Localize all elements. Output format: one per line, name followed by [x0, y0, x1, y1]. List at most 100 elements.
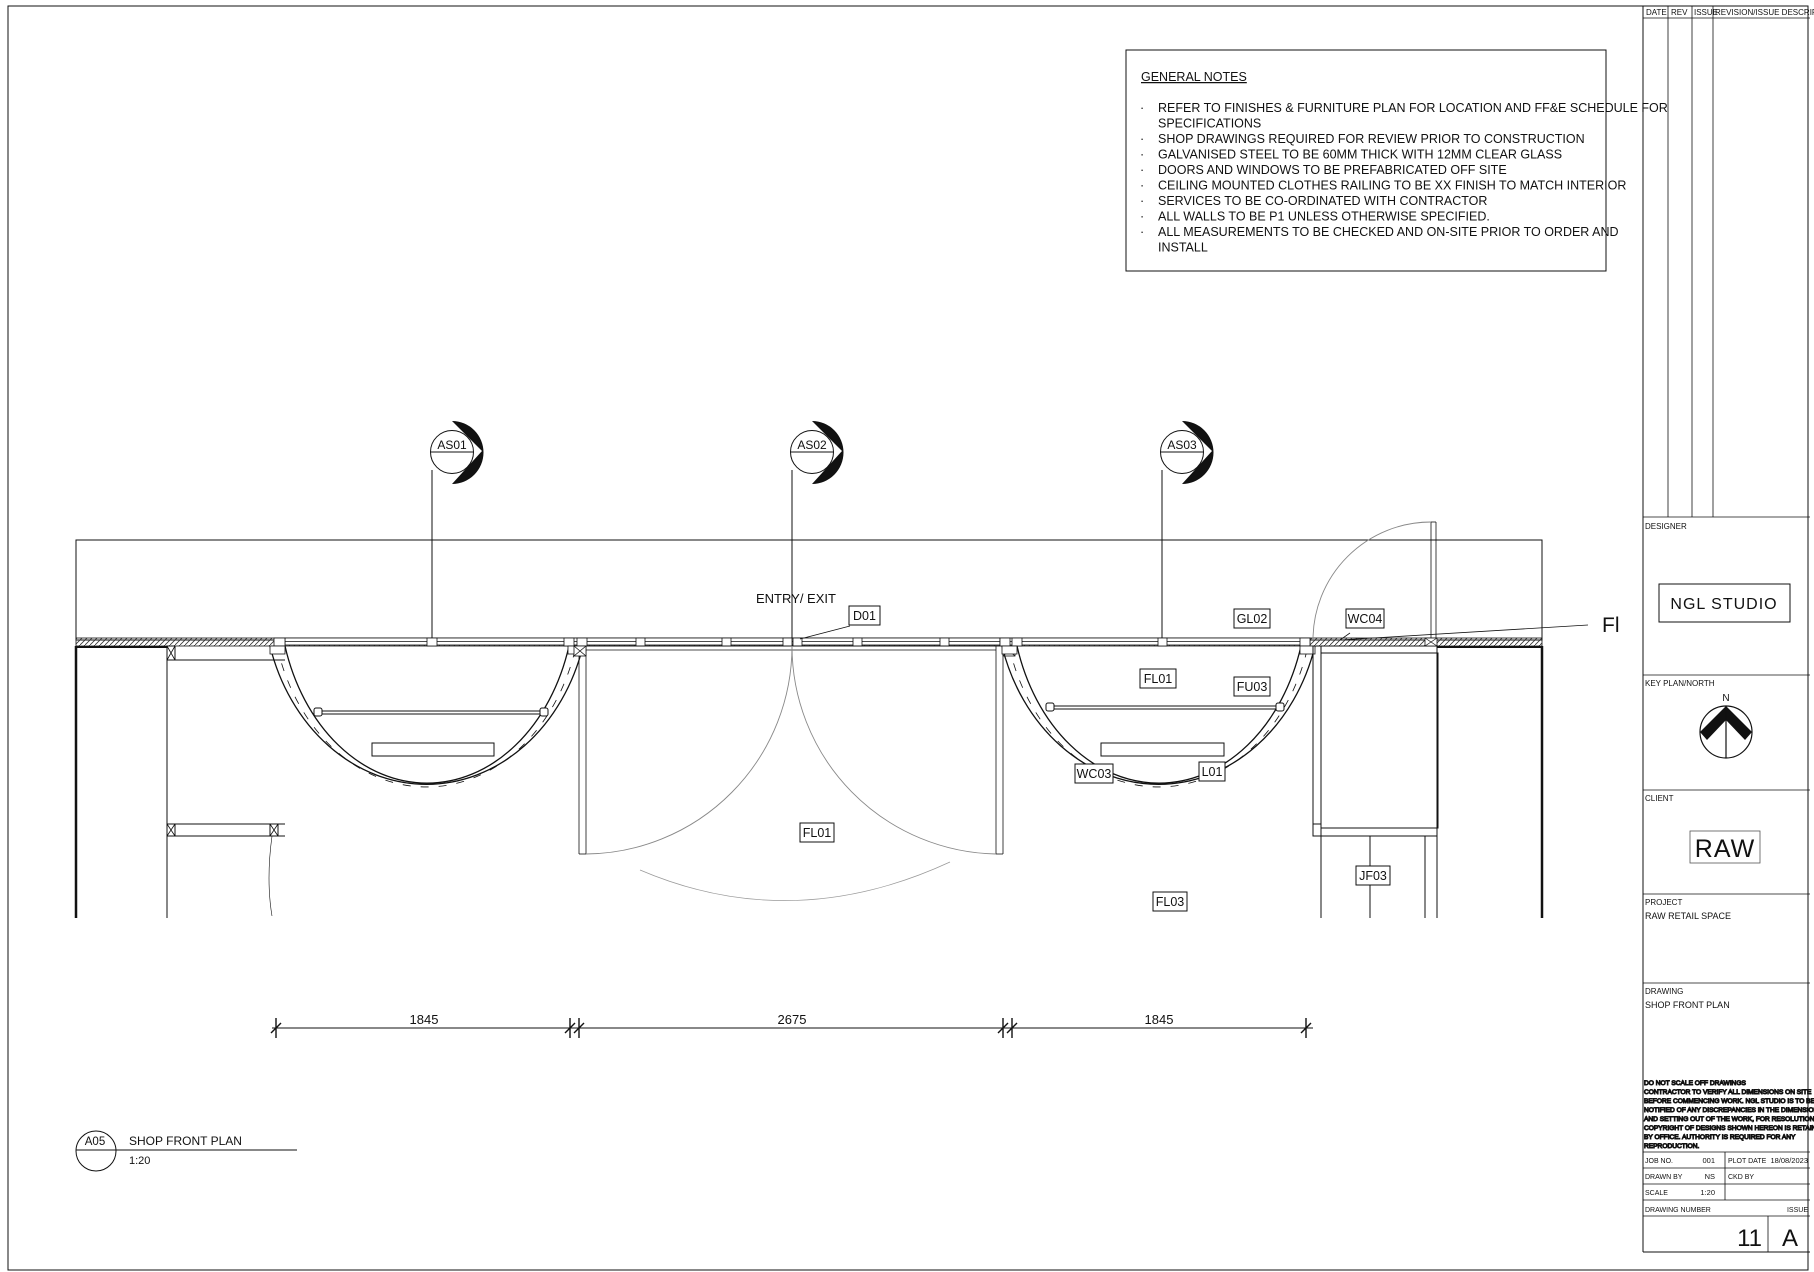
tag-label: JF03	[1359, 869, 1387, 883]
issue-value: A	[1782, 1225, 1798, 1252]
section-marker-label: AS02	[797, 438, 827, 452]
building-walls	[74, 646, 1544, 918]
disclaimer-line: AND SETTING OUT OF THE WORK, FOR RESOLUT…	[1644, 1116, 1814, 1123]
note-bullet: ·	[1140, 179, 1144, 193]
north-arrow-icon: N	[1699, 693, 1753, 759]
tag-label: FL01	[803, 826, 832, 840]
drawing-name: SHOP FRONT PLAN	[1645, 1000, 1730, 1010]
tag-label: WC04	[1348, 612, 1383, 626]
note-line: CEILING MOUNTED CLOTHES RAILING TO BE XX…	[1158, 179, 1626, 193]
tag-label: WC03	[1077, 767, 1112, 781]
tag-l01[interactable]: L01	[1198, 761, 1226, 782]
disclaimer-line: DO NOT SCALE OFF DRAWINGS	[1644, 1080, 1746, 1087]
north-label: N	[1722, 693, 1729, 704]
rev-header-description: REVISION/ISSUE DESCRIPTION	[1715, 8, 1814, 17]
entry-exit-label: ENTRY/ EXIT	[756, 591, 836, 606]
center-door-bay	[573, 645, 1016, 901]
note-line: DOORS AND WINDOWS TO BE PREFABRICATED OF…	[1158, 163, 1507, 177]
left-display-bay	[269, 645, 584, 788]
tag-fl01-right[interactable]: FL01	[1139, 668, 1177, 689]
tag-label: FL03	[1156, 895, 1185, 909]
disclaimer-line: COPYRIGHT OF DESIGNS SHOWN HEREON IS RET…	[1644, 1125, 1814, 1132]
tag-label: FU03	[1237, 680, 1268, 694]
dimension-1845-left: 1845	[410, 1012, 439, 1027]
plot-date-label: PLOT DATE	[1728, 1158, 1767, 1165]
raw-logo: RAW	[1689, 830, 1761, 864]
keyplan-label: KEY PLAN/NORTH	[1645, 679, 1715, 688]
drawing-title-text: SHOP FRONT PLAN	[129, 1134, 242, 1148]
general-notes-box: GENERAL NOTES · REFER TO FINISHES & FURNI…	[1125, 49, 1668, 272]
disclaimer-line: CONTRACTOR TO VERIFY ALL DIMENSIONS ON S…	[1644, 1089, 1812, 1096]
rev-header-rev: REV	[1671, 8, 1688, 17]
designer-label: DESIGNER	[1645, 522, 1687, 531]
drawing-label: DRAWING	[1645, 987, 1683, 996]
note-line: ALL MEASUREMENTS TO BE CHECKED AND ON-SI…	[1158, 225, 1619, 239]
rev-header-issue: ISSUE	[1694, 8, 1718, 17]
note-line: INSTALL	[1158, 241, 1208, 255]
section-marker-as02[interactable]: AS02	[790, 421, 844, 642]
section-marker-as01[interactable]: AS01	[430, 421, 484, 642]
disclaimer-line: REPRODUCTION.	[1644, 1143, 1699, 1150]
drawing-number-label: DRAWING NUMBER	[1645, 1207, 1711, 1214]
note-line: REFER TO FINISHES & FURNITURE PLAN FOR L…	[1158, 101, 1668, 115]
shop-front-plan: ENTRY/ EXIT Fl D01 GL02 WC04 FL01 FU03 W…	[74, 521, 1620, 918]
tag-jf03[interactable]: JF03	[1355, 865, 1391, 886]
canopy-outline	[75, 539, 1543, 641]
title-block: DATE REV ISSUE REVISION/ISSUE DESCRIPTIO…	[1642, 6, 1814, 1253]
leader-lines	[799, 624, 1589, 641]
ngl-studio-logo: NGL STUDIO	[1658, 583, 1791, 623]
disclaimer-line: BY OFFICE. AUTHORITY IS REQUIRED FOR ANY	[1644, 1134, 1796, 1141]
note-bullet: ·	[1140, 210, 1144, 224]
tag-fl03[interactable]: FL03	[1152, 891, 1188, 912]
section-marker-as03[interactable]: AS03	[1160, 421, 1214, 642]
scale-value: 1:20	[1700, 1188, 1715, 1197]
note-line: ALL WALLS TO BE P1 UNLESS OTHERWISE SPEC…	[1158, 210, 1490, 224]
disclaimer-line: NOTIFIED OF ANY DISCREPANCIES IN THE DIM…	[1644, 1107, 1814, 1114]
scale-label: SCALE	[1645, 1190, 1668, 1197]
drawing-ref: A05	[85, 1136, 105, 1148]
dimension-line: 1845 2675 1845	[270, 1012, 1313, 1038]
drawing-number: 11	[1737, 1225, 1762, 1252]
job-no-label: JOB NO.	[1645, 1158, 1673, 1165]
dimension-2675: 2675	[778, 1012, 807, 1027]
section-marker-label: AS03	[1167, 438, 1197, 452]
drawn-by: NS	[1705, 1172, 1715, 1181]
tag-gl02[interactable]: GL02	[1233, 608, 1271, 629]
tag-fu03[interactable]: FU03	[1233, 676, 1271, 697]
title-block-info-grid: JOB NO. 001 PLOT DATE 18/08/2023 DRAWN B…	[1643, 1151, 1810, 1252]
tag-label: FL01	[1144, 672, 1173, 686]
note-bullet: ·	[1140, 194, 1144, 208]
note-bullet: ·	[1140, 225, 1144, 239]
revision-table: DATE REV ISSUE REVISION/ISSUE DESCRIPTIO…	[1643, 6, 1814, 517]
job-no: 001	[1702, 1156, 1715, 1165]
section-markers: AS01 AS02 AS03	[430, 421, 1214, 642]
general-notes-heading: GENERAL NOTES	[1141, 70, 1247, 84]
dimension-1845-right: 1845	[1145, 1012, 1174, 1027]
right-service-room	[1312, 521, 1439, 837]
project-name: RAW RETAIL SPACE	[1645, 911, 1731, 921]
disclaimer-line: BEFORE COMMENCING WORK. NGL STUDIO IS TO…	[1644, 1098, 1814, 1105]
client-label: CLIENT	[1645, 794, 1674, 803]
partial-leader-label: Fl	[1602, 614, 1620, 637]
note-line: SPECIFICATIONS	[1158, 117, 1261, 131]
disclaimer-text: DO NOT SCALE OFF DRAWINGS CONTRACTOR TO V…	[1644, 1080, 1814, 1151]
tag-label: L01	[1202, 765, 1223, 779]
drawn-by-label: DRAWN BY	[1645, 1174, 1683, 1181]
tag-wc04[interactable]: WC04	[1345, 608, 1385, 629]
note-bullet: ·	[1140, 101, 1144, 115]
general-notes-list: · REFER TO FINISHES & FURNITURE PLAN FOR …	[1140, 101, 1668, 255]
tag-wc03[interactable]: WC03	[1074, 763, 1114, 784]
sheet-border	[7, 5, 1809, 1271]
tag-fl01-center[interactable]: FL01	[799, 822, 835, 843]
section-marker-label: AS01	[437, 438, 467, 452]
tag-d01[interactable]: D01	[848, 605, 881, 626]
right-display-bay	[1001, 645, 1316, 788]
ckd-by-label: CKD BY	[1728, 1174, 1754, 1181]
note-line: SHOP DRAWINGS REQUIRED FOR REVIEW PRIOR …	[1158, 132, 1585, 146]
note-bullet: ·	[1140, 132, 1144, 146]
glazing-frames	[273, 637, 1311, 647]
left-shelving	[166, 645, 285, 917]
issue-label: ISSUE	[1787, 1207, 1808, 1214]
tag-label: GL02	[1237, 612, 1268, 626]
